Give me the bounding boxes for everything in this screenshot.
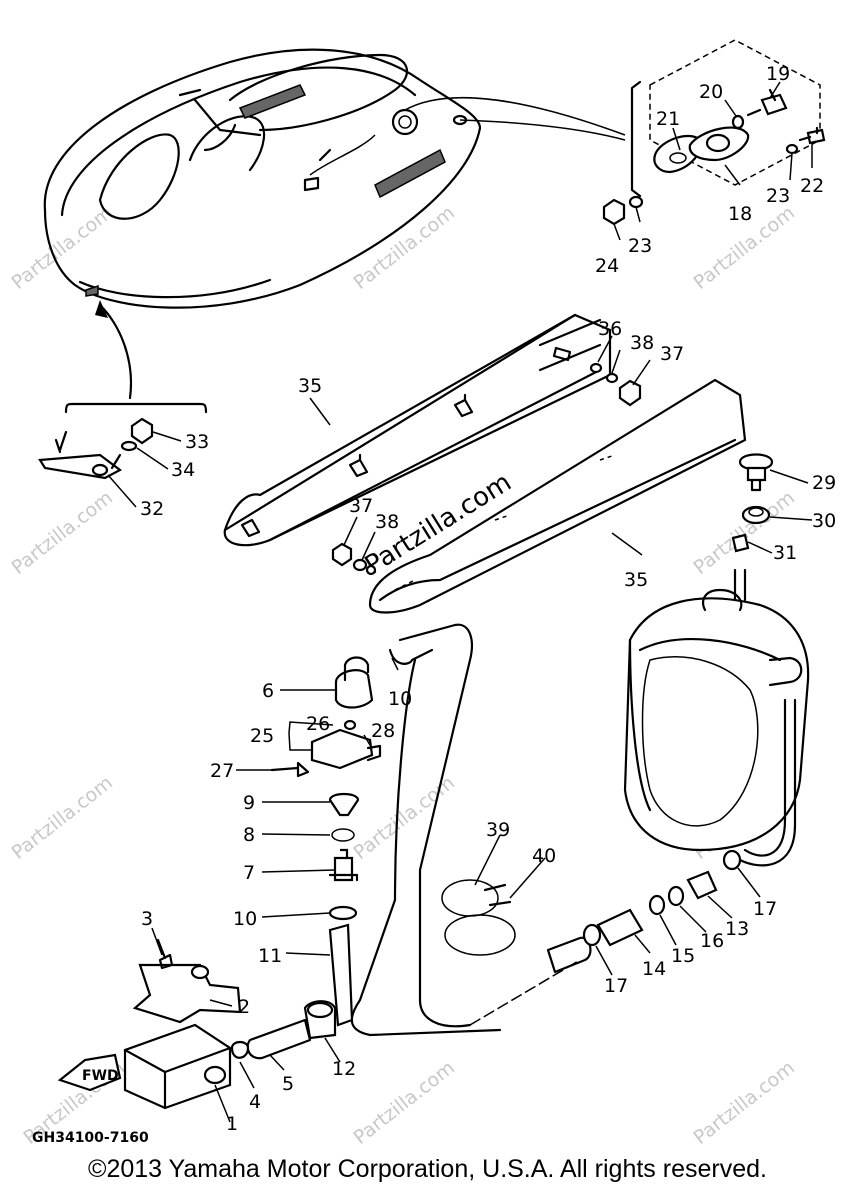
callout-5: 5 [282,1073,294,1095]
callout-17-right: 17 [753,898,777,920]
callout-12: 12 [332,1058,356,1080]
callout-labels: 1 2 3 4 5 6 7 8 9 10 10 11 12 13 14 15 1… [140,63,836,1135]
callout-25: 25 [250,725,274,747]
watermark: Partzilla.com [690,487,799,579]
callout-10-upper: 10 [388,688,412,710]
watermark: Partzilla.com [350,202,459,294]
sponson-upper [223,313,612,547]
callout-13: 13 [725,918,749,940]
leader-lines [107,81,813,1123]
callout-39: 39 [486,819,510,841]
callout-21: 21 [656,108,680,130]
clamp-32-34 [38,402,208,480]
callout-38-left: 38 [375,511,399,533]
callout-8: 8 [243,824,255,846]
bracket-and-box: FWD [57,938,242,1110]
callout-37-left: 37 [349,495,373,517]
watermark: Partzilla.com [8,772,117,864]
callout-29: 29 [812,472,836,494]
callout-11: 11 [258,945,282,967]
watermark: Partzilla.com [690,1057,799,1149]
callout-35-upper: 35 [298,375,322,397]
hoses [328,623,592,1037]
hardware-36-38 [331,362,642,576]
callout-27: 27 [210,760,234,782]
callout-18: 18 [728,203,752,225]
callout-14: 14 [642,958,666,980]
sponson-lower [368,378,747,614]
callout-4: 4 [249,1091,261,1113]
callout-1: 1 [226,1113,238,1135]
watermark: Partzilla.com [8,487,117,579]
callout-33: 33 [185,431,209,453]
watermark: Partzilla.com [350,1057,459,1149]
callout-10-lower: 10 [233,908,257,930]
fwd-label: FWD [82,1068,119,1084]
watermark: Partzilla.com [350,772,459,864]
callout-6: 6 [262,680,274,702]
callout-22: 22 [800,175,824,197]
callout-30: 30 [812,510,836,532]
callout-35-lower: 35 [624,569,648,591]
callout-2: 2 [238,996,250,1018]
callout-32: 32 [140,498,164,520]
callout-28: 28 [371,720,395,742]
callout-23-right: 23 [766,185,790,207]
callout-31: 31 [773,542,797,564]
inset-detail [602,39,826,226]
water-box-parts [230,656,382,1060]
callout-26: 26 [306,713,330,735]
pump-housing [623,568,810,867]
drain-plug-29-31 [731,453,774,553]
pointer-arrow [98,303,132,400]
arrow-head [95,300,108,318]
fittings-13-17 [582,849,742,947]
callout-17-left: 17 [604,975,628,997]
callout-24: 24 [595,255,619,277]
callout-36: 36 [598,318,622,340]
callout-3: 3 [141,908,153,930]
callout-40: 40 [532,845,556,867]
copyright-notice: ©2013 Yamaha Motor Corporation, U.S.A. A… [88,1155,767,1183]
callout-15: 15 [671,945,695,967]
callout-23-left: 23 [628,235,652,257]
callout-16: 16 [700,930,724,952]
straps-39-40 [441,879,516,956]
watercraft-outline [43,48,626,309]
callout-37-right: 37 [660,343,684,365]
callout-9: 9 [243,792,255,814]
diagram-code: GH34100-7160 [32,1130,149,1146]
callout-38-right: 38 [630,332,654,354]
callout-7: 7 [243,862,255,884]
callout-34: 34 [171,459,195,481]
callout-20: 20 [699,81,723,103]
callout-19: 19 [766,63,790,85]
